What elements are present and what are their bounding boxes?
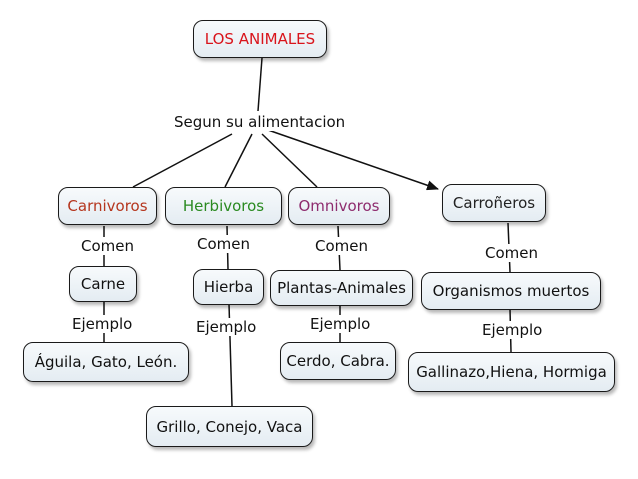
category-carnivoros[interactable]: Carnivoros <box>58 187 157 225</box>
food-carroneros-label: Organismos muertos <box>432 282 590 300</box>
link-eats-carnivoros: Comen <box>79 237 136 255</box>
examples-carroneros[interactable]: Gallinazo,Hiena, Hormiga <box>408 352 615 392</box>
examples-carnivoros-label: Águila, Gato, León. <box>34 353 178 371</box>
category-carnivoros-label: Carnivoros <box>67 197 148 215</box>
category-carroneros[interactable]: Carroñeros <box>442 184 546 222</box>
examples-carnivoros[interactable]: Águila, Gato, León. <box>23 342 189 382</box>
connector-carnivoros <box>132 133 233 188</box>
examples-herbivoros[interactable]: Grillo, Conejo, Vaca <box>146 406 313 447</box>
category-herbivoros-label: Herbivoros <box>182 197 265 215</box>
examples-herbivoros-label: Grillo, Conejo, Vaca <box>156 417 303 436</box>
link-eats-carroneros: Comen <box>483 244 540 262</box>
connector-omnivoros <box>261 133 318 188</box>
food-carroneros[interactable]: Organismos muertos <box>421 272 601 310</box>
examples-omnivoros[interactable]: Cerdo, Cabra. <box>280 342 396 380</box>
examples-omnivoros-label: Cerdo, Cabra. <box>286 352 390 370</box>
link-example-omnivoros: Ejemplo <box>308 315 373 333</box>
food-carnivoros[interactable]: Carne <box>69 266 137 302</box>
category-herbivoros[interactable]: Herbivoros <box>165 187 282 225</box>
criterion-label: Segun su alimentacion <box>172 113 348 131</box>
link-example-carnivoros: Ejemplo <box>70 315 135 333</box>
category-omnivoros-label: Omnivoros <box>298 197 380 215</box>
food-herbivoros-label: Hierba <box>203 278 254 296</box>
link-eats-omnivoros: Comen <box>313 237 370 255</box>
examples-carroneros-label: Gallinazo,Hiena, Hormiga <box>416 363 607 381</box>
link-example-carroneros: Ejemplo <box>480 321 545 339</box>
food-herbivoros[interactable]: Hierba <box>193 269 264 305</box>
link-eats-herbivoros: Comen <box>195 235 252 253</box>
food-carnivoros-label: Carne <box>80 275 126 293</box>
connector-herbivoros <box>224 133 253 188</box>
food-omnivoros-label: Plantas-Animales <box>277 279 406 297</box>
root-connector <box>257 57 263 112</box>
root-label: LOS ANIMALES <box>204 30 316 48</box>
root-node[interactable]: LOS ANIMALES <box>193 20 327 58</box>
link-example-herbivoros: Ejemplo <box>194 318 259 336</box>
connector-carroneros <box>267 129 439 191</box>
category-omnivoros[interactable]: Omnivoros <box>288 187 390 225</box>
category-carroneros-label: Carroñeros <box>452 194 536 212</box>
food-omnivoros[interactable]: Plantas-Animales <box>270 270 413 306</box>
